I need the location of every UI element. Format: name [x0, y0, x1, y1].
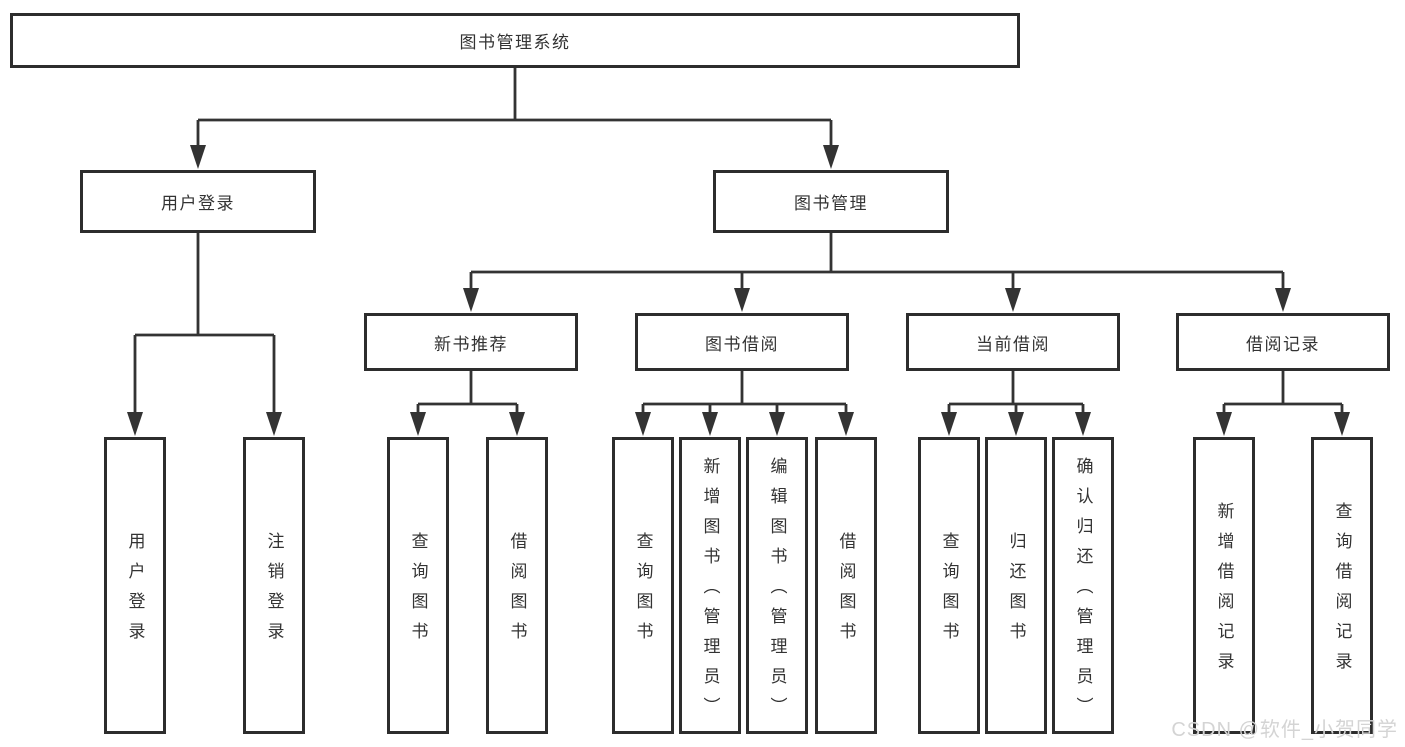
leaf-query-book-3: 查询图书 — [918, 437, 980, 734]
node-user-login: 用户登录 — [80, 170, 316, 233]
leaf-borrow-book-1: 借阅图书 — [486, 437, 548, 734]
watermark: CSDN @软件_小贺同学 — [1171, 719, 1398, 741]
node-label: 新增借阅记录 — [1214, 502, 1234, 682]
edge-root-to-level2 — [190, 68, 839, 169]
leaf-query-book-2: 查询图书 — [612, 437, 674, 734]
edge-current-borrow-to-children — [941, 371, 1091, 436]
node-label: 借阅图书 — [507, 532, 527, 652]
leaf-borrow-book-2: 借阅图书 — [815, 437, 877, 734]
node-label: 用户登录 — [161, 194, 235, 213]
edge-book-management-to-level3 — [463, 233, 1291, 312]
leaf-add-book-admin: 新增图书（管理员） — [679, 437, 741, 734]
leaf-user-login: 用户登录 — [104, 437, 166, 734]
node-borrow-records: 借阅记录 — [1176, 313, 1390, 371]
node-label: 图书借阅 — [705, 334, 779, 354]
leaf-query-book-1: 查询图书 — [387, 437, 449, 734]
edge-user-login-to-children — [127, 233, 282, 436]
node-label: 用户登录 — [125, 532, 145, 652]
edge-book-borrow-to-children — [635, 371, 854, 436]
leaf-confirm-return-admin: 确认归还（管理员） — [1052, 437, 1114, 734]
node-label: 查询借阅记录 — [1332, 502, 1352, 682]
leaf-query-borrow-record: 查询借阅记录 — [1311, 437, 1373, 734]
leaf-return-book: 归还图书 — [985, 437, 1047, 734]
node-label: 归还图书 — [1006, 532, 1026, 652]
node-label: 借阅图书 — [836, 532, 856, 652]
node-label: 查询图书 — [939, 532, 959, 652]
node-label: 确认归还（管理员） — [1073, 457, 1093, 727]
node-label: 当前借阅 — [976, 334, 1050, 354]
node-new-book-recommend: 新书推荐 — [364, 313, 578, 371]
node-label: 查询图书 — [408, 532, 428, 652]
leaf-edit-book-admin: 编辑图书（管理员） — [746, 437, 808, 734]
edge-borrow-records-to-children — [1216, 371, 1350, 436]
leaf-add-borrow-record: 新增借阅记录 — [1193, 437, 1255, 734]
edge-new-book-recommend-to-children — [410, 371, 525, 436]
node-label: 编辑图书（管理员） — [767, 457, 787, 727]
node-label: 借阅记录 — [1246, 334, 1320, 354]
node-book-management: 图书管理 — [713, 170, 949, 233]
node-label: 新增图书（管理员） — [700, 457, 720, 727]
node-label: 注销登录 — [264, 532, 284, 652]
node-label: 图书管理 — [794, 194, 868, 213]
node-current-borrow: 当前借阅 — [906, 313, 1120, 371]
node-book-borrow: 图书借阅 — [635, 313, 849, 371]
node-label: 图书管理系统 — [459, 33, 571, 52]
node-label: 查询图书 — [633, 532, 653, 652]
leaf-logout: 注销登录 — [243, 437, 305, 734]
node-root: 图书管理系统 — [10, 13, 1020, 68]
node-label: 新书推荐 — [434, 334, 508, 354]
